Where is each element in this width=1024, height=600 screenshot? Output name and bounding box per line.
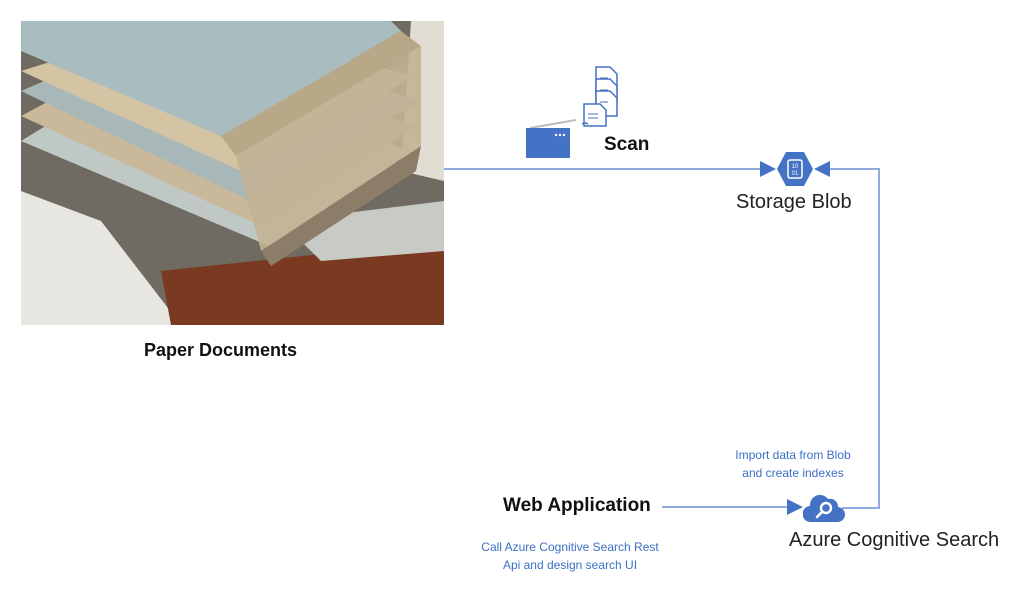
svg-text:10: 10 [792, 164, 799, 170]
cloud-search-icon [802, 492, 846, 524]
web-app-note: Call Azure Cognitive Search Rest Api and… [464, 538, 676, 574]
storage-blob-label: Storage Blob [736, 191, 852, 213]
import-note: Import data from Blob and create indexes [722, 446, 864, 482]
paper-documents-label: Paper Documents [144, 340, 298, 360]
web-app-note-line-2: Api and design search UI [502, 558, 638, 572]
paper-documents-photo [21, 21, 444, 325]
scan-label: Scan [604, 134, 650, 155]
storage-blob-icon: 10 01 [777, 152, 813, 186]
edge-search-to-blob [814, 161, 880, 509]
web-app-note-line-1: Call Azure Cognitive Search Rest [481, 540, 659, 554]
svg-text:01: 01 [792, 171, 799, 177]
import-note-line-2: and create indexes [742, 466, 844, 480]
azure-cognitive-search-label: Azure Cognitive Search [789, 529, 1000, 551]
scanner-icon [524, 64, 620, 160]
web-application-label: Web Application [503, 495, 651, 516]
import-note-line-1: Import data from Blob [735, 448, 851, 462]
